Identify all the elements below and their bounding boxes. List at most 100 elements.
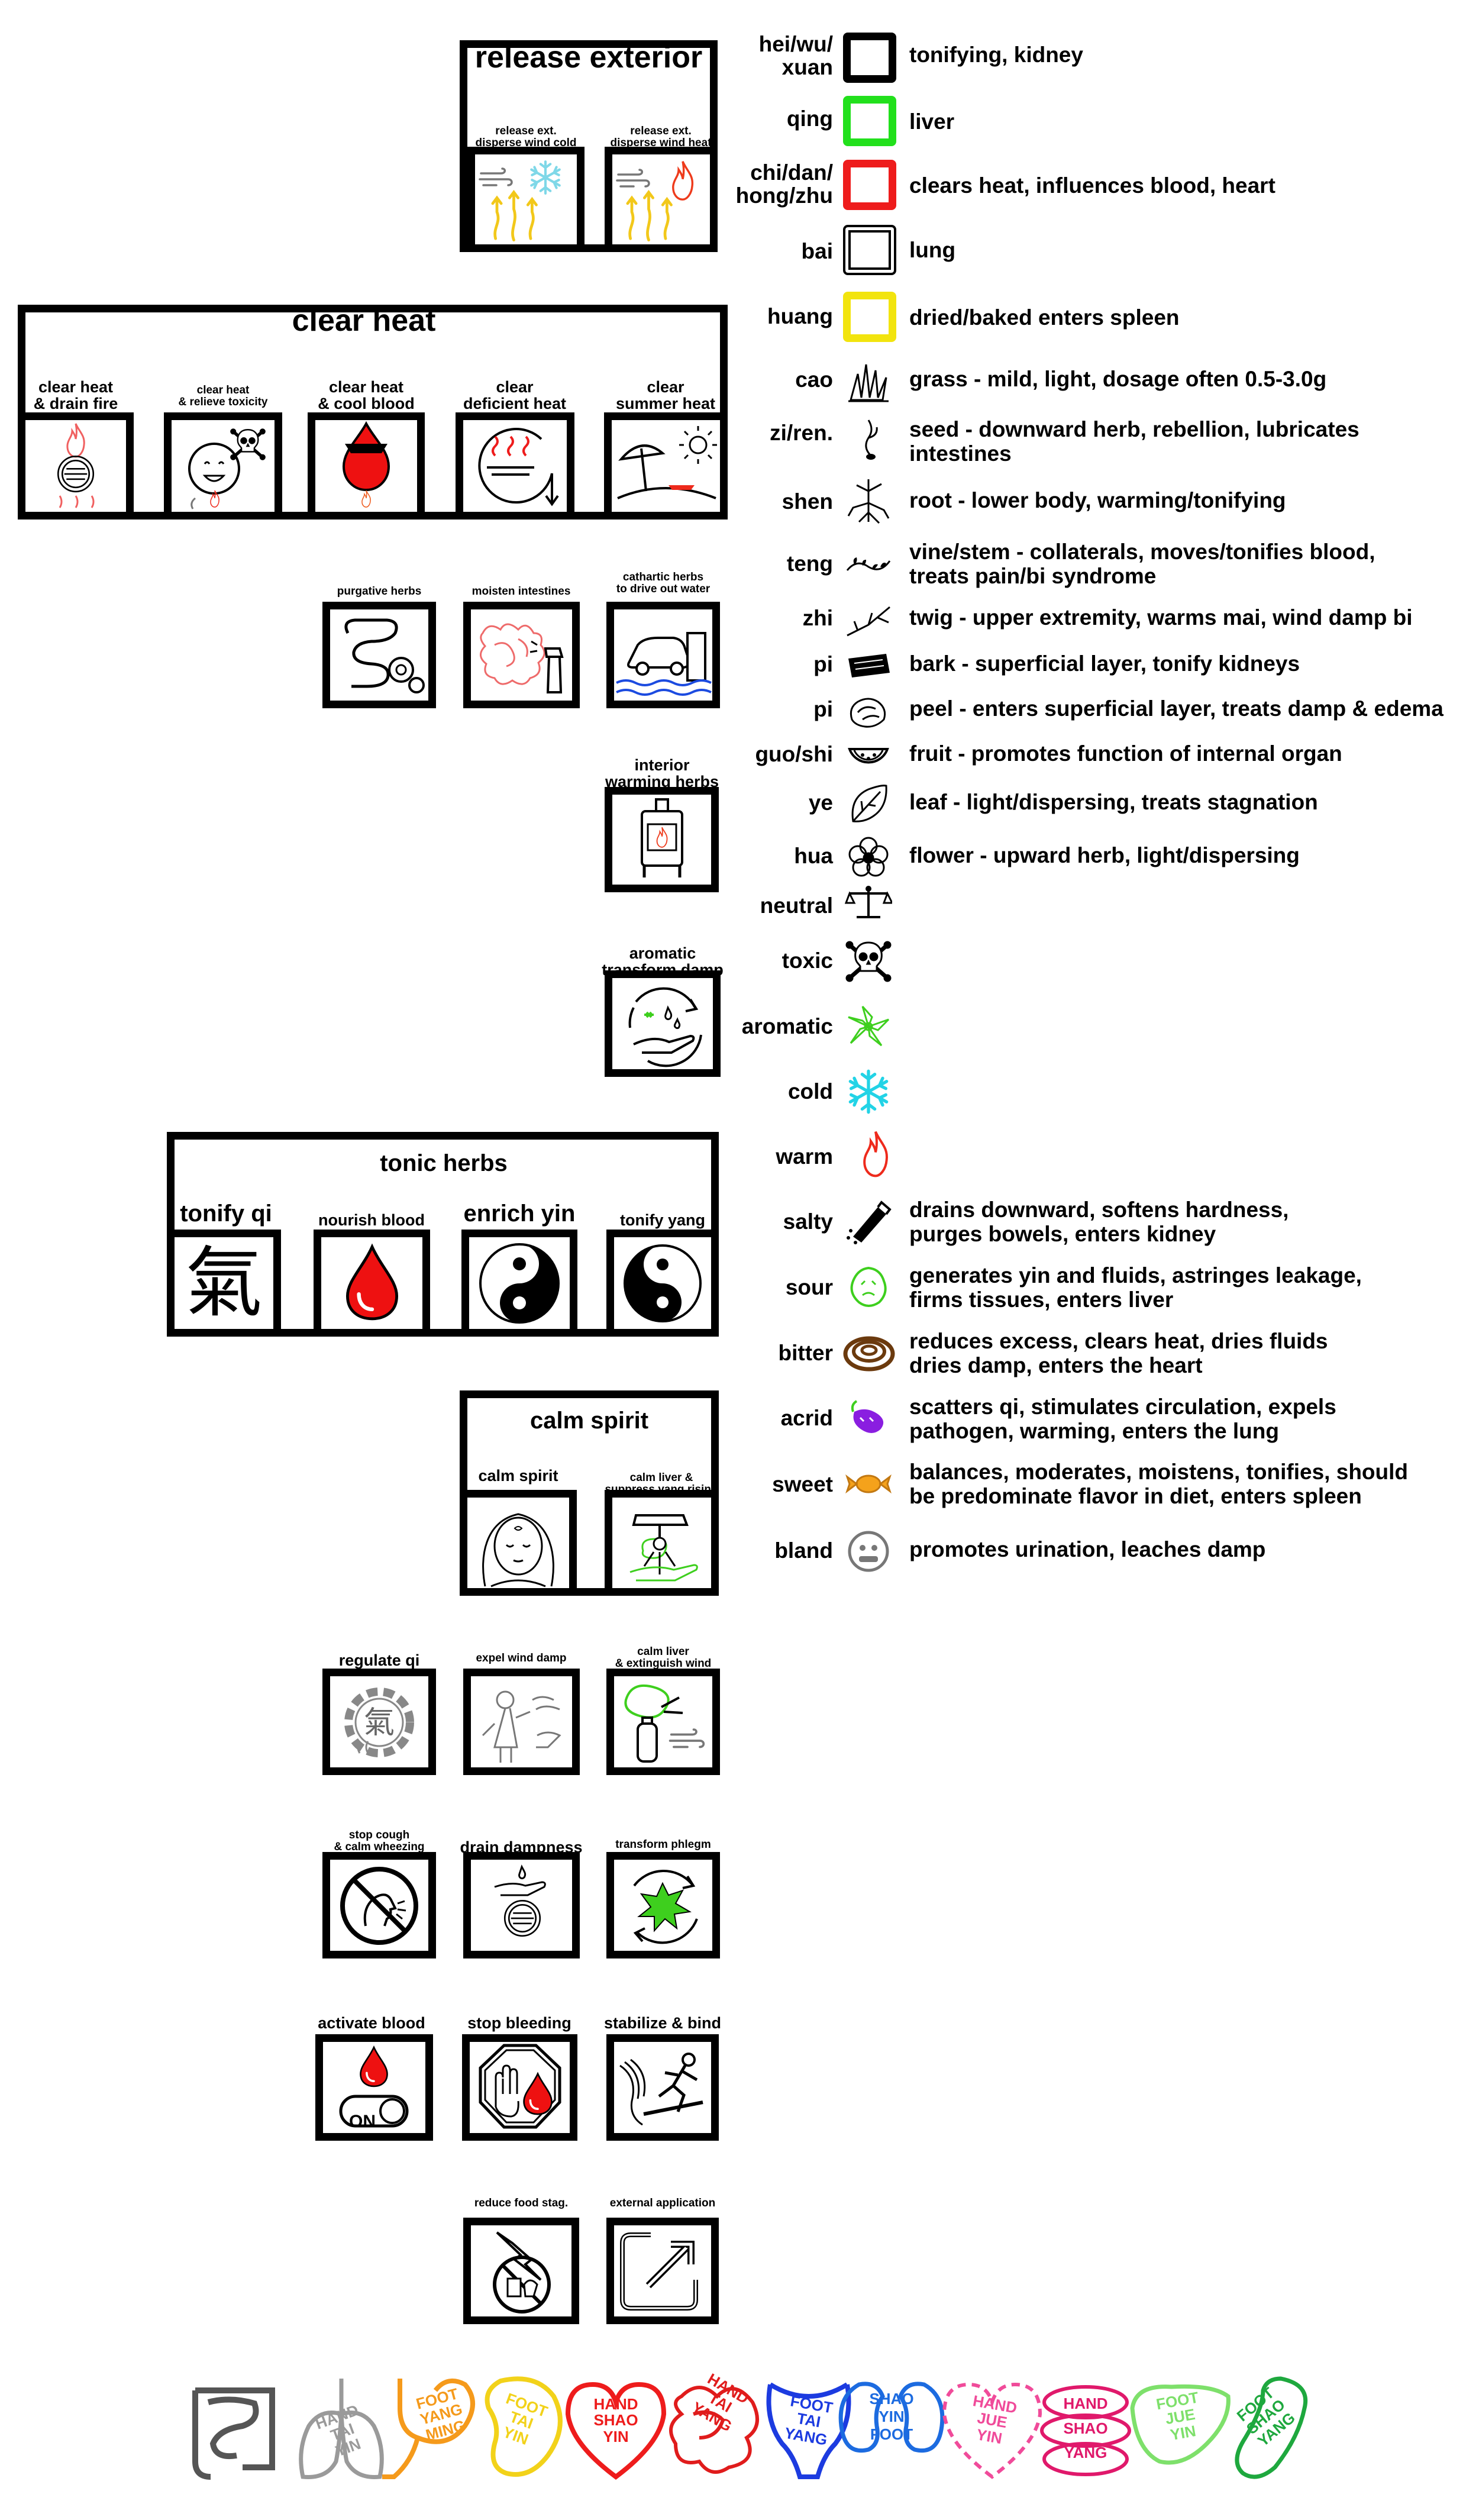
legend-prop-name-warm: warm (776, 1144, 833, 1169)
release-ext-wind-cold-label: release ext. disperse wind cold (475, 125, 577, 149)
enrich-yin-label: enrich yin (463, 1201, 576, 1227)
legend-part-name-grass: cao (795, 367, 833, 392)
peel-icon (850, 698, 886, 728)
calm-liver-extinguish-wind-label: calm liver & extinguish wind (615, 1645, 712, 1670)
reduce-food-stagnation-label: reduce food stag. (474, 2197, 569, 2209)
liver-icon: FOOT JUE YIN (1124, 2373, 1236, 2485)
root-icon (847, 479, 890, 524)
legend-color-name-green: qing (786, 107, 833, 131)
calm-spirit-label: calm spirit (478, 1467, 558, 1485)
legend-part-desc-bark: bark - superficial layer, tonify kidneys (909, 651, 1300, 676)
stop-bleeding-tile[interactable] (462, 2034, 577, 2141)
tonify-qi-label: tonify qi (180, 1201, 272, 1227)
aromatic-transform-damp-label: aromatic transform damp (602, 944, 724, 979)
skull-icon (845, 938, 892, 985)
stop-cough-tile[interactable] (322, 1852, 436, 1958)
scale-icon (845, 886, 892, 918)
legend-part-name-peel: pi (813, 697, 833, 721)
moisten-intestines-tile[interactable] (463, 602, 580, 708)
grass-icon (848, 364, 889, 402)
snowflake-icon (845, 1068, 892, 1115)
legend-part-desc-grass: grass - mild, light, dosage often 0.5-3.… (909, 367, 1327, 391)
legend-part-desc-flower: flower - upward herb, light/dispersing (909, 843, 1300, 867)
kidney-icon: SHAO YIN FOOT (835, 2373, 948, 2485)
gallbladder-icon: FOOT SHAO YANG (1210, 2373, 1322, 2485)
heart-icon: HAND SHAO YIN (560, 2373, 672, 2485)
swatch-red (843, 160, 896, 210)
external-application-label: external application (609, 2197, 716, 2209)
transform-phlegm-tile[interactable] (606, 1852, 720, 1958)
candy-icon (845, 1474, 892, 1494)
seed-icon (865, 420, 878, 460)
clear-deficient-heat-tile[interactable] (456, 412, 574, 520)
legend-part-name-root: shen (782, 489, 833, 514)
drain-dampness-tile[interactable] (463, 1852, 580, 1958)
legend-part-name-flower: hua (794, 844, 833, 868)
moisten-intestines-label: moisten intestines (472, 585, 571, 598)
legend-part-name-bark: pi (813, 652, 833, 676)
calm-spirit-tile[interactable] (460, 1490, 577, 1596)
bitter-coil-icon (843, 1336, 895, 1372)
spleen-icon: FOOT TAI YIN (465, 2373, 577, 2485)
legend-prop-name-neutral: neutral (760, 893, 833, 918)
enrich-yin-tile[interactable] (461, 1230, 577, 1337)
legend-flavor-desc-acrid: scatters qi, stimulates circulation, exp… (909, 1395, 1336, 1444)
stop-bleeding-label: stop bleeding (467, 2014, 571, 2032)
clear-heat-cool-blood-label: clear heat & cool blood (318, 378, 415, 413)
aromatic-transform-damp-tile[interactable] (605, 970, 721, 1077)
acrid-pepper-icon (851, 1400, 884, 1433)
clear-heat-relieve-toxicity-tile[interactable] (164, 412, 282, 520)
legend-color-desc-yellow: dried/baked enters spleen (909, 305, 1180, 330)
nourish-blood-tile[interactable] (314, 1230, 430, 1337)
triple-burner-icon: HAND SHAO YANG (1029, 2373, 1142, 2485)
expel-wind-damp-tile[interactable] (463, 1669, 580, 1775)
tonify-yang-label: tonify yang (619, 1211, 706, 1229)
calm-liver-extinguish-wind-tile[interactable] (606, 1669, 720, 1775)
clear-heat-drain-fire-tile[interactable] (18, 412, 134, 520)
legend-color-name-black: hei/wu/ xuan (758, 32, 833, 79)
tonify-qi-tile[interactable]: 氣 (167, 1230, 281, 1337)
legend-prop-name-cold: cold (787, 1079, 833, 1103)
triple-burner-meridian-text: HAND SHAO YANG (1063, 2395, 1108, 2462)
legend-flavor-name-bitter: bitter (778, 1341, 834, 1365)
clear-summer-heat-tile[interactable] (604, 412, 728, 520)
stabilize-bind-tile[interactable] (606, 2034, 719, 2141)
legend-color-name-red: chi/dan/ hong/zhu (735, 160, 833, 208)
legend-flavor-desc-bitter: reduces excess, clears heat, dries fluid… (909, 1329, 1328, 1378)
salt-shaker-icon (847, 1201, 892, 1244)
transform-phlegm-label: transform phlegm (615, 1838, 711, 1851)
legend-part-name-vine: teng (786, 551, 833, 576)
legend-color-desc-red: clears heat, influences blood, heart (909, 173, 1275, 198)
legend-part-name-seed: zi/ren. (770, 421, 833, 445)
legend-part-desc-seed: seed - downward herb, rebellion, lubrica… (909, 417, 1359, 466)
legend-part-desc-root: root - lower body, warming/tonifying (909, 488, 1286, 512)
legend-part-desc-leaf: leaf - light/dispersing, treats stagnati… (909, 790, 1318, 814)
calm-liver-suppress-yang-tile[interactable] (605, 1490, 719, 1596)
tonic-herbs-title: tonic herbs (380, 1150, 508, 1176)
legend-flavor-desc-salty: drains downward, softens hardness, purge… (909, 1198, 1289, 1247)
legend-flavor-name-salty: salty (783, 1209, 833, 1234)
activate-blood-tile[interactable]: ON (315, 2034, 433, 2141)
interior-warming-tile[interactable] (605, 787, 719, 892)
tonify-yang-tile[interactable] (606, 1230, 719, 1337)
fruit-icon (848, 748, 889, 764)
calm-liver-suppress-yang-label: calm liver & suppress yang rising (605, 1472, 718, 1496)
release-ext-wind-heat-tile[interactable] (605, 147, 718, 252)
stop-cough-label: stop cough & calm wheezing (334, 1829, 425, 1853)
lily-icon (848, 1006, 890, 1047)
legend-part-name-fruit: guo/shi (755, 742, 833, 766)
external-application-tile[interactable] (606, 2218, 719, 2324)
expel-wind-damp-label: expel wind damp (476, 1652, 567, 1664)
regulate-qi-label: regulate qi (338, 1651, 420, 1669)
legend-part-desc-fruit: fruit - promotes function of internal or… (909, 741, 1342, 766)
purgative-herbs-tile[interactable] (322, 602, 436, 708)
cathartic-herbs-tile[interactable] (606, 602, 720, 708)
legend-flavor-name-acrid: acrid (780, 1406, 833, 1430)
reduce-food-stagnation-tile[interactable] (463, 2218, 579, 2324)
release-ext-wind-heat-label: release ext. disperse wind heat (610, 125, 712, 149)
clear-heat-cool-blood-tile[interactable] (308, 412, 425, 520)
regulate-qi-tile[interactable]: 氣 (322, 1669, 436, 1775)
swatch-white (843, 225, 896, 275)
sour-lemon-icon (850, 1266, 887, 1307)
release-ext-wind-cold-tile[interactable] (467, 147, 585, 252)
